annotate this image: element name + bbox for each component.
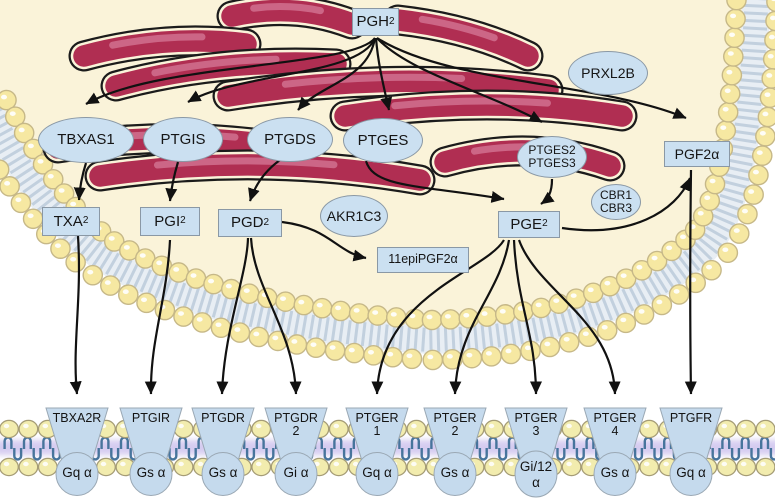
gprotein-circle xyxy=(55,452,99,496)
node-11epipgf2a: 11epiPGF2α xyxy=(377,247,469,273)
gprotein-circle xyxy=(669,452,713,496)
receptor-ptger3-label: PTGER xyxy=(514,411,558,425)
node-ptgis: PTGIS xyxy=(143,117,223,162)
node-pgh2-label: PGH xyxy=(356,13,389,31)
gprotein-ptgdr2-label: Gi α xyxy=(283,465,309,480)
gprotein-ptgdr-label: Gs α xyxy=(208,465,238,480)
gprotein-circle xyxy=(355,452,399,496)
receptor-ptger1-label: PTGER xyxy=(355,411,399,425)
cell-membrane-upper xyxy=(0,0,775,371)
node-tbxas1: TBXAS1 xyxy=(38,117,134,163)
receptor-ptgir-label: PTGIR xyxy=(131,411,171,425)
node-txa2-sub: 2 xyxy=(82,215,89,227)
gprotein-ptger1-label: Gq α xyxy=(362,465,392,480)
node-cbr1-cbr3: CBR1 CBR3 xyxy=(591,184,641,220)
node-ptges2-ptges3: PTGES2 PTGES3 xyxy=(517,136,587,178)
receptor-ptger4-label: PTGER xyxy=(593,411,637,425)
gprotein-circle xyxy=(514,450,558,498)
gprotein-ptger3-label: Gi/12 xyxy=(519,459,553,474)
receptor-ptgfr-label: PTGFR xyxy=(669,411,713,425)
gprotein-ptger3-label-line2: α xyxy=(532,475,540,490)
node-pgh2-sub: 2 xyxy=(388,15,395,27)
gprotein-ptgir-label: Gs α xyxy=(136,465,166,480)
gprotein-circle xyxy=(593,452,637,496)
node-prxl2b: PRXL2B xyxy=(568,51,648,95)
gprotein-ptger2-label: Gs α xyxy=(440,465,470,480)
gprotein-circle xyxy=(129,452,173,496)
node-txa2-label: TXA xyxy=(53,212,83,230)
pathway-arrows xyxy=(69,37,697,395)
node-pgf2a: PGF2α xyxy=(664,141,730,167)
node-pge2-label: PGE xyxy=(510,215,543,233)
gprotein-circle xyxy=(274,452,318,496)
receptor-ptgdr2-label-line2: 2 xyxy=(292,424,300,438)
node-pgi2-sub: 2 xyxy=(180,215,186,227)
gprotein-ptgfr-label: Gq α xyxy=(676,465,706,480)
gprotein-tbxa2r-label: Gq α xyxy=(62,465,92,480)
receptor-tbxa2r-label: TBXA2R xyxy=(52,411,102,425)
gprotein-circle xyxy=(433,452,477,496)
receptor-ptger1-label-line2: 1 xyxy=(373,424,381,438)
node-pgd2-label: PGD xyxy=(230,214,264,232)
node-pgd2-sub: 2 xyxy=(263,216,270,228)
node-pge2-sub: 2 xyxy=(542,218,548,230)
receptor-ptger3-label-line2: 3 xyxy=(532,424,540,438)
receptor-ptger2-label-line2: 2 xyxy=(451,424,459,438)
node-ptges2-label: PTGES2 xyxy=(528,143,576,157)
receptor-ptger2-label: PTGER xyxy=(433,411,477,425)
node-cbr1-label: CBR1 xyxy=(599,188,632,202)
gprotein-ptger4-label: Gs α xyxy=(600,465,630,480)
node-cbr3-label: CBR3 xyxy=(599,201,632,215)
receptor-ptgdr2-label: PTGDR xyxy=(274,411,318,425)
node-ptges3-label: PTGES3 xyxy=(528,156,576,170)
receptor-ptgdr-label: PTGDR xyxy=(201,411,245,425)
node-ptges: PTGES xyxy=(343,118,423,163)
receptor-ptger4-label-line2: 4 xyxy=(611,424,619,438)
receptor-shapes xyxy=(45,407,723,498)
node-ptgds: PTGDS xyxy=(247,117,333,162)
node-akr1c3: AKR1C3 xyxy=(320,195,388,237)
gprotein-circle xyxy=(201,452,245,496)
node-pgi2-label: PGI xyxy=(154,212,181,230)
